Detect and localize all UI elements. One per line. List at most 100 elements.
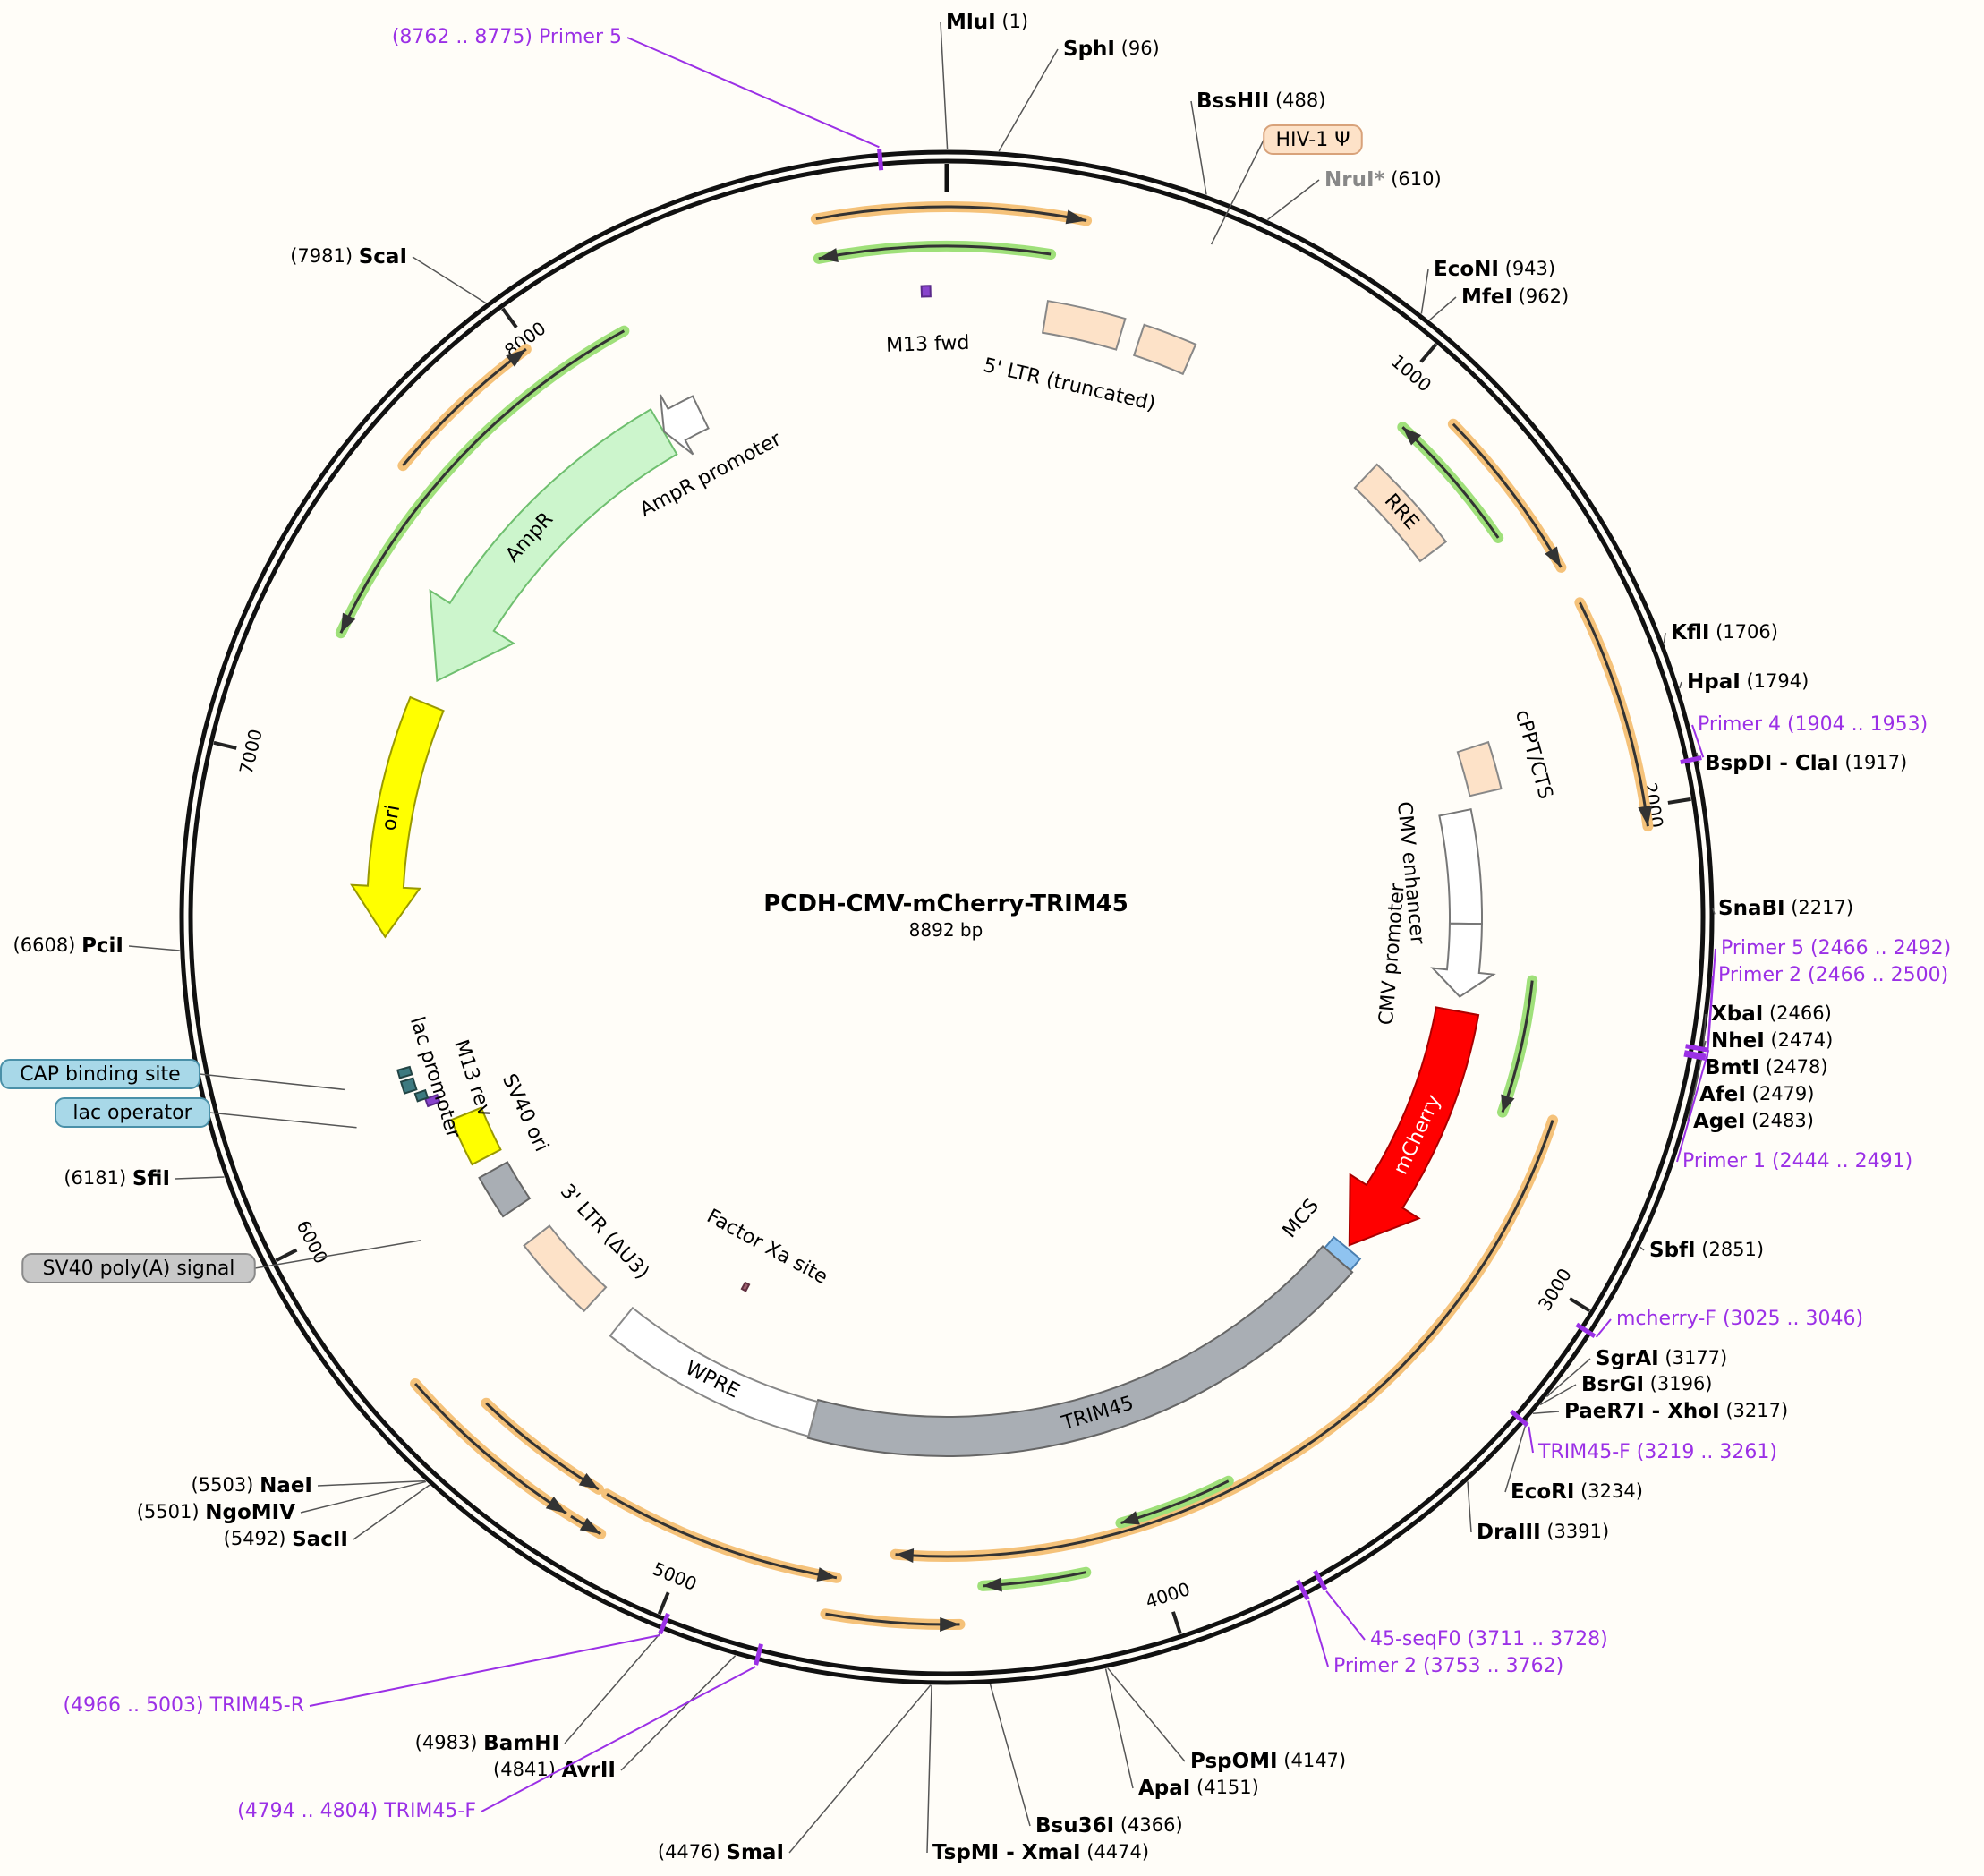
site-name: AfeI xyxy=(1699,1083,1746,1106)
feature-5-ltr-truncated xyxy=(1041,300,1127,351)
feature-ampr-promoter xyxy=(659,394,710,456)
site-position: (7981) xyxy=(290,245,359,267)
site-leader-line xyxy=(1267,179,1320,221)
site-position: (3217) xyxy=(1720,1400,1789,1421)
site-leader-line xyxy=(1702,1013,1707,1049)
primer-mark xyxy=(754,1643,763,1666)
feature-3-ltr-u3 xyxy=(523,1224,608,1313)
site-leader-line xyxy=(1467,1481,1472,1533)
site-name: NaeI xyxy=(260,1474,312,1497)
site-leader-line xyxy=(1420,269,1429,314)
site-name: ScaI xyxy=(359,245,407,269)
site-name: PaeR7I - XhoI xyxy=(1564,1400,1720,1423)
site-label: NheI (2474) xyxy=(1711,1029,1833,1053)
site-position: (4983) xyxy=(415,1732,484,1753)
site-leader-line xyxy=(1679,681,1682,689)
orf-arrow-head xyxy=(816,1567,837,1582)
site-leader-line xyxy=(1712,908,1716,915)
primer-range: (4966 .. 5003) xyxy=(63,1694,209,1717)
site-position: (4151) xyxy=(1190,1777,1259,1798)
primer-label: (8762 .. 8775) Primer 5 xyxy=(392,26,622,48)
primer-name: mcherry-F xyxy=(1616,1308,1723,1330)
primer-label: (4794 .. 4804) TRIM45-F xyxy=(237,1800,476,1822)
orf-arrows xyxy=(335,201,1654,1632)
site-leader-line xyxy=(1539,1384,1577,1406)
primer-range: (2466 .. 2492) xyxy=(1810,937,1951,959)
feature-rre xyxy=(1353,463,1448,563)
site-leader-line xyxy=(1545,1358,1591,1398)
box-label: CAP binding site xyxy=(20,1063,180,1086)
primer-leader-line xyxy=(1691,724,1705,758)
feature-label: M13 fwd xyxy=(886,332,970,357)
box-hiv-1 xyxy=(1263,124,1363,155)
orf-arrow-head xyxy=(1501,1094,1515,1113)
site-position: (962) xyxy=(1512,286,1569,307)
orf-arrow-head xyxy=(818,248,839,262)
site-label: EcoRI (3234) xyxy=(1511,1480,1643,1504)
site-position: (4147) xyxy=(1278,1750,1347,1771)
primer-name: Primer 5 xyxy=(1721,937,1810,959)
site-position: (96) xyxy=(1115,38,1160,59)
primer-mark xyxy=(658,1613,670,1635)
primer-leader-line xyxy=(1706,975,1714,1059)
feature-wpre xyxy=(609,1306,819,1437)
primer-mark xyxy=(1510,1409,1529,1428)
box-leader-line xyxy=(1210,139,1264,245)
site-name: MluI xyxy=(946,11,996,34)
site-label: (5503) NaeI xyxy=(192,1474,312,1497)
site-leader-line xyxy=(1504,1420,1528,1493)
primer-leader-line xyxy=(1307,1600,1329,1667)
feature-lac-promoter xyxy=(399,1077,418,1095)
primer-range: (2466 .. 2500) xyxy=(1808,964,1948,986)
feature-ori xyxy=(350,695,445,939)
site-leader-line xyxy=(940,21,949,150)
orf-arrow xyxy=(815,205,1087,222)
primer-name: Primer 4 xyxy=(1698,713,1787,736)
site-label: (4841) AvrII xyxy=(493,1759,616,1782)
primer-label: Primer 2 (2466 .. 2500) xyxy=(1718,964,1948,986)
site-label: XbaI (2466) xyxy=(1711,1002,1832,1026)
site-position: (1917) xyxy=(1839,752,1908,773)
feature-cap-binding-site xyxy=(396,1065,413,1079)
site-position: (943) xyxy=(1499,258,1555,279)
primer-name: TRIM45-R xyxy=(209,1694,304,1717)
site-name: NgoMIV xyxy=(205,1501,295,1524)
primer-name: Primer 5 xyxy=(539,26,622,48)
site-name: SbfI xyxy=(1649,1239,1696,1262)
site-position: (4474) xyxy=(1081,1841,1150,1863)
primer-name: TRIM45-F xyxy=(383,1800,476,1822)
site-label: BspDI - ClaI (1917) xyxy=(1705,752,1907,775)
site-position: (2466) xyxy=(1763,1002,1832,1024)
site-leader-line xyxy=(1663,632,1666,644)
site-position: (2217) xyxy=(1785,897,1854,918)
site-position: (5492) xyxy=(224,1528,293,1549)
site-name: ApaI xyxy=(1138,1777,1190,1800)
orf-arrow xyxy=(339,329,626,634)
site-leader-line xyxy=(412,256,487,304)
primer-label: Primer 4 (1904 .. 1953) xyxy=(1698,713,1928,736)
primer-label: Primer 2 (3753 .. 3762) xyxy=(1333,1655,1563,1677)
site-name: SfiI xyxy=(132,1167,170,1190)
primer-mark xyxy=(1680,755,1702,765)
feature-sv40-poly-a-signal xyxy=(478,1161,532,1218)
feature-cmv-promoter xyxy=(1430,922,1496,998)
box-cap-binding-site xyxy=(0,1059,200,1089)
orf-arrow-head xyxy=(1120,1511,1140,1525)
site-position: (6181) xyxy=(64,1167,132,1189)
primer-label: Primer 1 (2444 .. 2491) xyxy=(1682,1150,1912,1172)
site-leader-line xyxy=(1104,1668,1134,1789)
primer-leader-line xyxy=(1676,1049,1710,1163)
site-label: AfeI (2479) xyxy=(1699,1083,1814,1106)
orf-arrow-head xyxy=(1545,546,1562,567)
site-label: (4476) SmaI xyxy=(658,1841,784,1864)
site-label: Bsu36I (4366) xyxy=(1035,1814,1183,1838)
feature-lac-operator xyxy=(424,1093,441,1108)
feature-hiv-1 xyxy=(1132,323,1197,376)
primer-leader-line xyxy=(1528,1426,1534,1454)
site-name: MfeI xyxy=(1461,286,1512,309)
site-name: NruI* xyxy=(1324,168,1385,192)
orf-arrow-head xyxy=(983,1577,1002,1592)
feature-mcherry xyxy=(1348,1006,1480,1247)
site-name: DraIII xyxy=(1477,1521,1541,1544)
